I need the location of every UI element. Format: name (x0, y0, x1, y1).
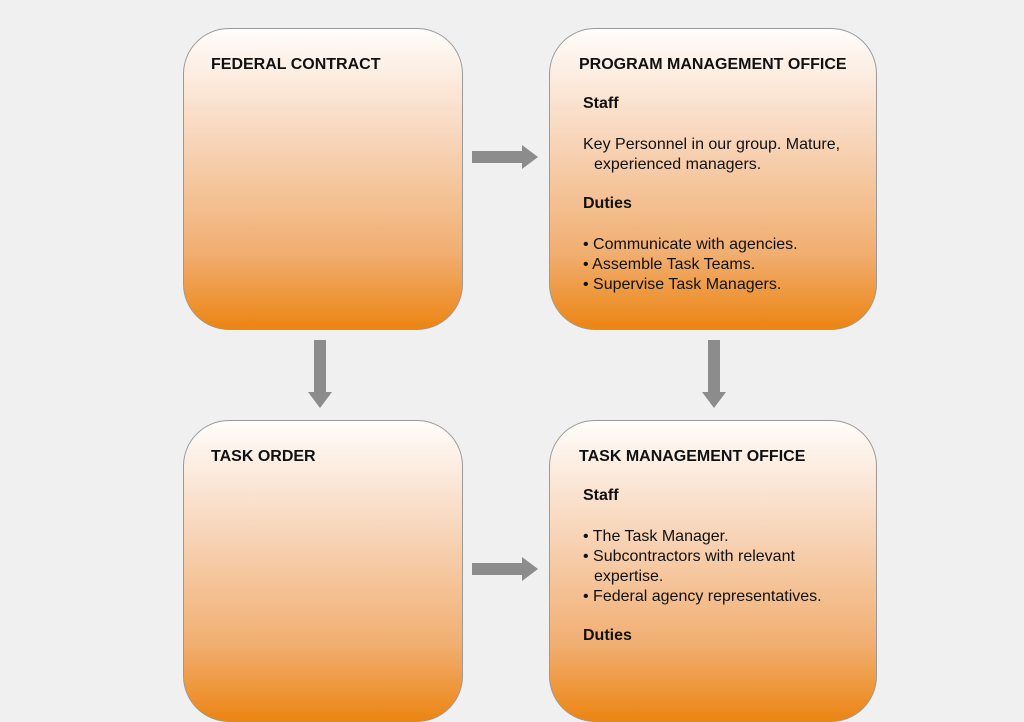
staff-heading: Staff (583, 487, 619, 504)
list-item: Communicate with agencies. (583, 235, 868, 255)
staff-text: Key Personnel in our group. Mature, expe… (583, 136, 841, 173)
task-order-box: TASK ORDER (183, 420, 463, 722)
program-management-office-box: PROGRAM MANAGEMENT OFFICE Staff Key Pers… (549, 28, 877, 330)
list-item: Assemble Task Teams. (583, 255, 868, 275)
box-title: PROGRAM MANAGEMENT OFFICE (579, 56, 847, 73)
staff-heading: Staff (583, 95, 619, 112)
task-management-office-box: TASK MANAGEMENT OFFICE Staff The Task Ma… (549, 420, 877, 722)
duties-heading: Duties (583, 627, 632, 644)
arrow-down-icon (308, 340, 332, 408)
arrow-right-icon (472, 145, 538, 169)
box-title: TASK ORDER (211, 448, 316, 465)
list-item: Subcontractors with relevant expertise. (583, 547, 853, 587)
list-item: Supervise Task Managers. (583, 275, 868, 295)
box-title: FEDERAL CONTRACT (211, 56, 381, 73)
list-item: The Task Manager. (583, 527, 853, 547)
duties-heading: Duties (583, 195, 632, 212)
box-title: TASK MANAGEMENT OFFICE (579, 448, 806, 465)
staff-list: The Task Manager. Subcontractors with re… (583, 527, 853, 607)
duties-list: Communicate with agencies. Assemble Task… (583, 235, 868, 295)
arrow-right-icon (472, 557, 538, 581)
list-item: Federal agency representatives. (583, 587, 853, 607)
federal-contract-box: FEDERAL CONTRACT (183, 28, 463, 330)
arrow-down-icon (702, 340, 726, 408)
